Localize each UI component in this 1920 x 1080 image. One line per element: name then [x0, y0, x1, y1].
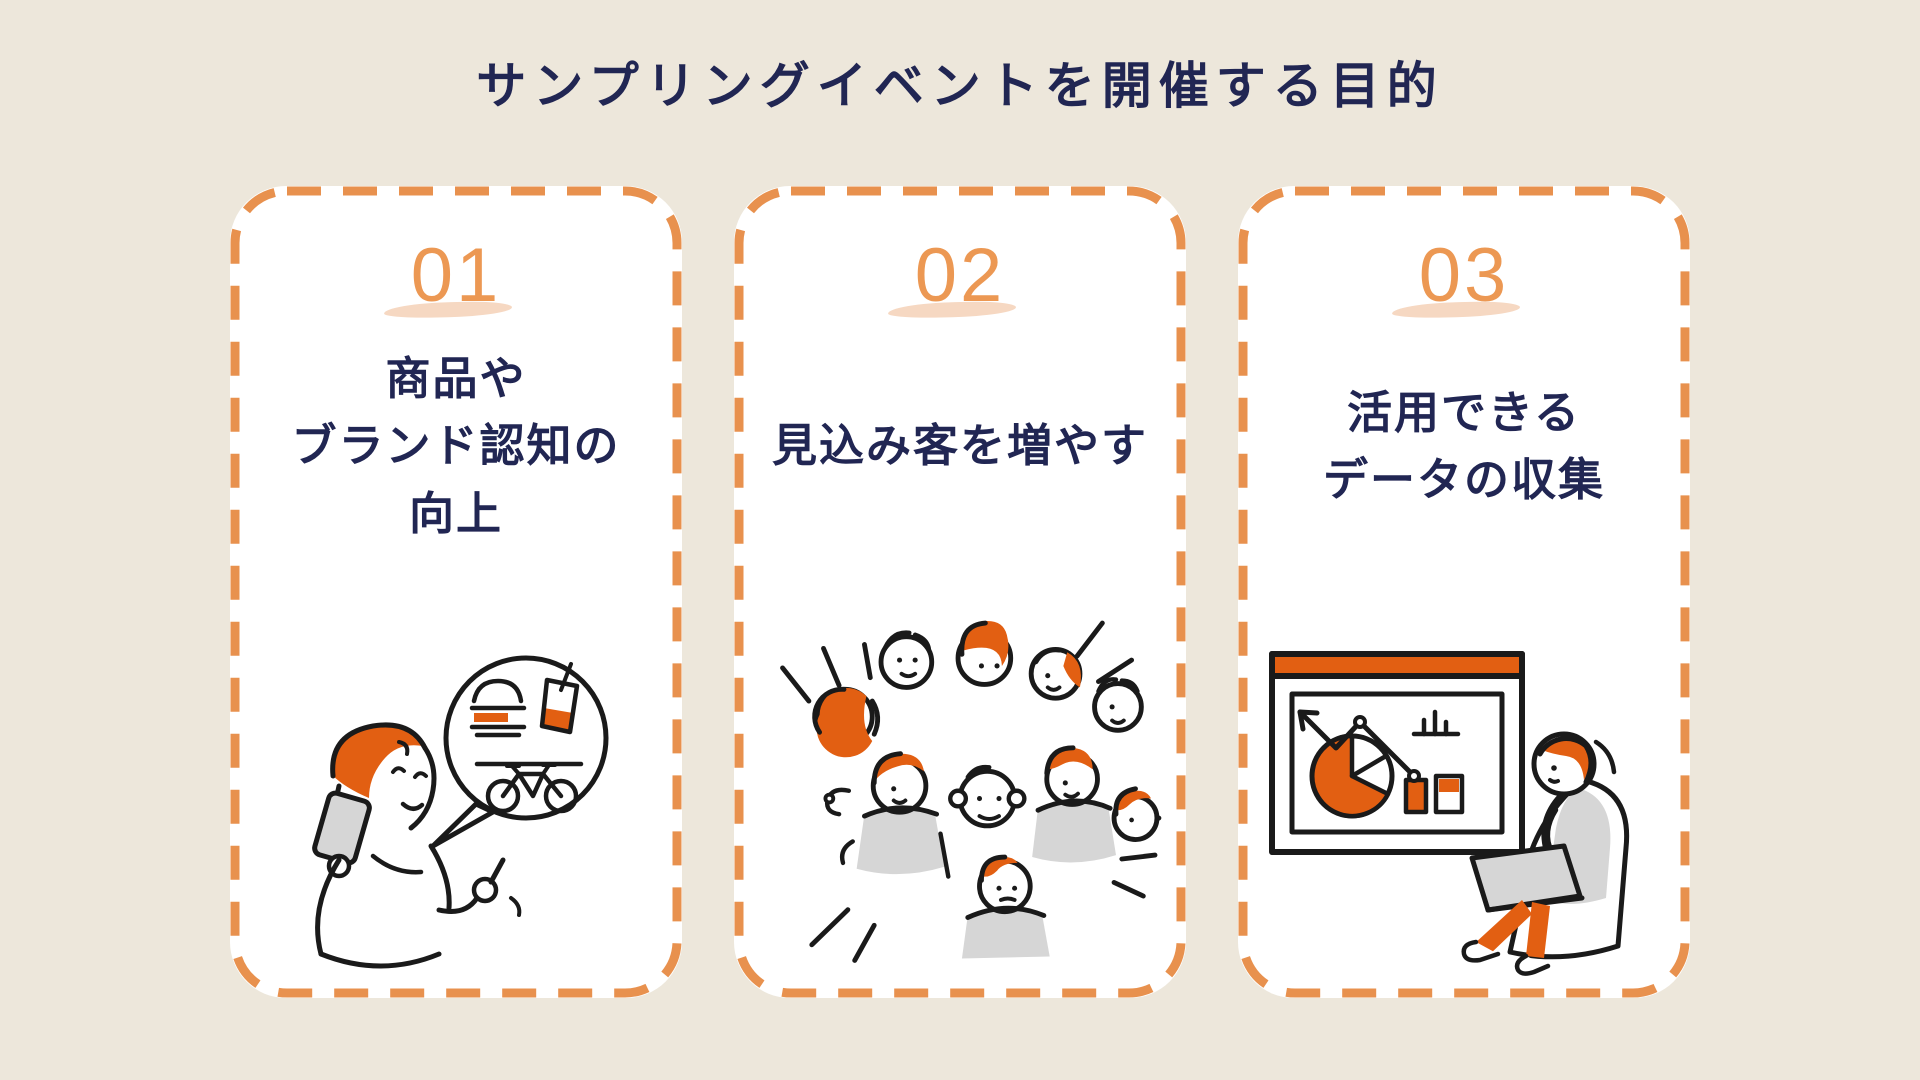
burger-icon: [469, 678, 527, 738]
card-heading: 活用できる データの収集: [1238, 327, 1690, 565]
heading-line: 商品や: [385, 352, 527, 404]
card-purpose-1: 01 商品や ブランド認知の 向上: [230, 186, 682, 998]
crowd-person: [878, 630, 935, 690]
card-number: 02: [914, 233, 1006, 318]
crowd-person: [1032, 745, 1116, 863]
card-purpose-3: 03 活用できる データの収集: [1238, 186, 1690, 998]
pie-chart-icon: [1309, 733, 1395, 819]
crowd-person: [839, 751, 951, 879]
presentation-board: [1269, 651, 1525, 855]
heading-line: データの収集: [1322, 454, 1605, 505]
card-number: 01: [410, 233, 502, 318]
card-purpose-2: 02 見込み客を増やす: [734, 186, 1186, 998]
heading-line: ブランド認知の: [291, 420, 621, 472]
card-heading: 商品や ブランド認知の 向上: [230, 327, 682, 565]
crowd-person: [1028, 646, 1083, 701]
heading-line: 活用できる: [1346, 386, 1582, 438]
person-with-phone: [312, 722, 522, 969]
card-illustration-area: [230, 576, 682, 976]
crowd-person: [955, 620, 1014, 687]
card-illustration-area: [734, 576, 1186, 976]
heading-line: 向上: [408, 487, 503, 539]
data-board-illustration: [1269, 651, 1630, 976]
crowd-illustration: [780, 620, 1162, 963]
crowd-person: [812, 686, 881, 758]
card-illustration-area: [1238, 576, 1690, 976]
page-title: サンプリングイベントを開催する目的: [476, 58, 1444, 114]
trend-arrow-icon: [1297, 709, 1421, 783]
waving-hand: [823, 787, 852, 817]
bar-chart-icon: [1411, 709, 1461, 737]
heading-line: 見込み客を増やす: [771, 420, 1148, 472]
crowd-person: [1092, 677, 1144, 733]
card-number: 03: [1418, 233, 1510, 318]
crowd-person: [1111, 786, 1160, 842]
drink-icon: [539, 662, 580, 735]
person-with-laptop: [1461, 731, 1630, 976]
column-blocks-icon: [1403, 773, 1465, 815]
crowd-person: [961, 854, 1050, 959]
crowd-person: [948, 764, 1027, 829]
person-phone-illustration: [312, 655, 609, 969]
bicycle-icon: [485, 763, 579, 814]
speech-bubble-icon: [430, 655, 609, 849]
card-heading: 見込み客を増やす: [734, 327, 1186, 565]
